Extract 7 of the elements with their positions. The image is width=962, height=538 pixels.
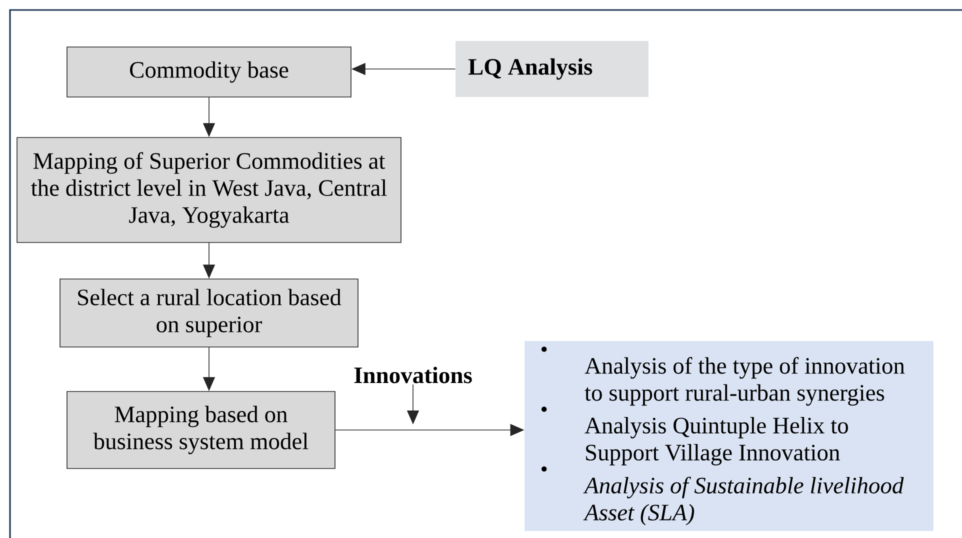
- input-box: LQ Analysis: [456, 41, 648, 97]
- process-box: Mapping based on business system model: [66, 391, 336, 469]
- process-box: Select a rural location based on superior: [60, 278, 358, 348]
- process-box: Mapping of Superior Commodities at the district level in West Java, Central Java, Yogyakarta: [16, 137, 402, 243]
- list-box: Analysis of the type of innovation to support rural-urban synergies Analysis Quintuple Helix to Support Village Innovation Analysis of Sustainable livelihood Asset (SLA): [524, 340, 934, 531]
- arrow-label: Innovations: [354, 366, 472, 384]
- process-box: Commodity base: [66, 46, 352, 98]
